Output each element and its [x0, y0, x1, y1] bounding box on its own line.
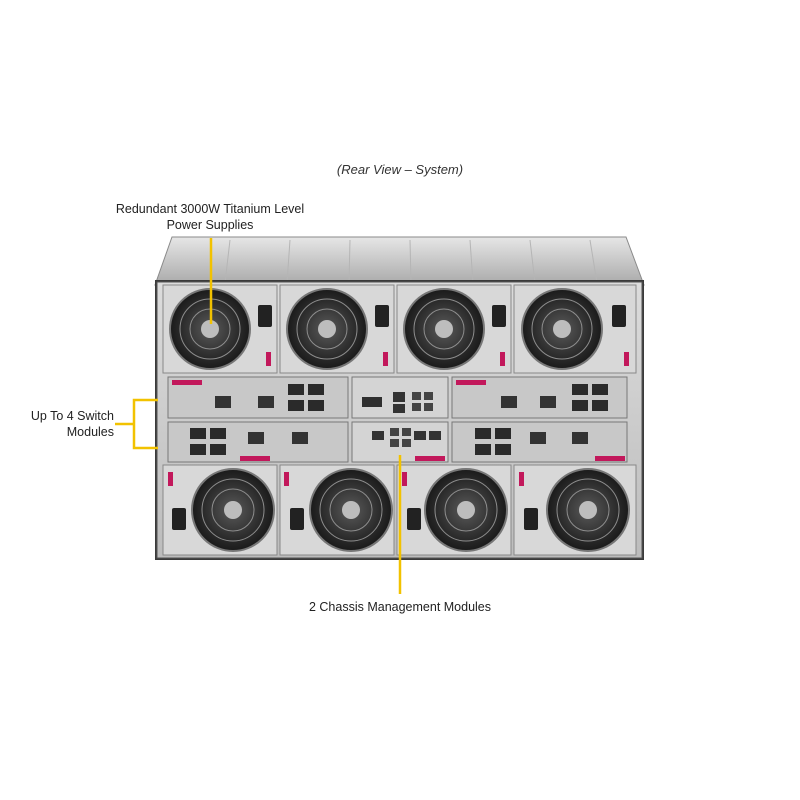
diagram-caption: (Rear View – System) — [336, 162, 464, 177]
chassis-top — [154, 236, 645, 286]
power-supplies-label-line1: Redundant 3000W Titanium Level — [115, 202, 305, 216]
switch-module-2 — [451, 376, 628, 419]
psu-top-3 — [396, 284, 512, 374]
switch-modules-label: Up To 4 Switch Modules — [6, 408, 114, 440]
power-socket-icon — [172, 508, 186, 530]
psu-bottom-2 — [279, 464, 395, 556]
power-socket-icon — [612, 305, 626, 327]
power-supplies-label-line2: Power Supplies — [166, 218, 254, 232]
switch-modules-label-line1: Up To 4 Switch — [30, 409, 114, 423]
management-modules-label: 2 Chassis Management Modules — [308, 600, 492, 614]
psu-bottom-1 — [162, 464, 278, 556]
power-socket-icon — [375, 305, 389, 327]
switch-callout-bracket — [132, 398, 158, 450]
psu-top-1 — [162, 284, 278, 374]
power-supplies-label: Redundant 3000W Titanium Level Power Sup… — [100, 201, 320, 233]
psu-top-4 — [513, 284, 637, 374]
power-socket-icon — [290, 508, 304, 530]
psu-bottom-3 — [396, 464, 512, 556]
power-socket-icon — [492, 305, 506, 327]
switch-module-3 — [167, 421, 349, 463]
power-socket-icon — [258, 305, 272, 327]
switch-module-4 — [451, 421, 628, 463]
switch-modules-label-line2: Modules — [66, 425, 114, 439]
power-socket-icon — [524, 508, 538, 530]
management-module-2 — [351, 421, 449, 463]
switch-module-1 — [167, 376, 349, 419]
psu-top-2 — [279, 284, 395, 374]
management-module-1 — [351, 376, 449, 419]
chassis-top-ribs — [224, 239, 598, 284]
psu-bottom-4 — [513, 464, 637, 556]
power-socket-icon — [407, 508, 421, 530]
callout-lines — [115, 238, 402, 594]
